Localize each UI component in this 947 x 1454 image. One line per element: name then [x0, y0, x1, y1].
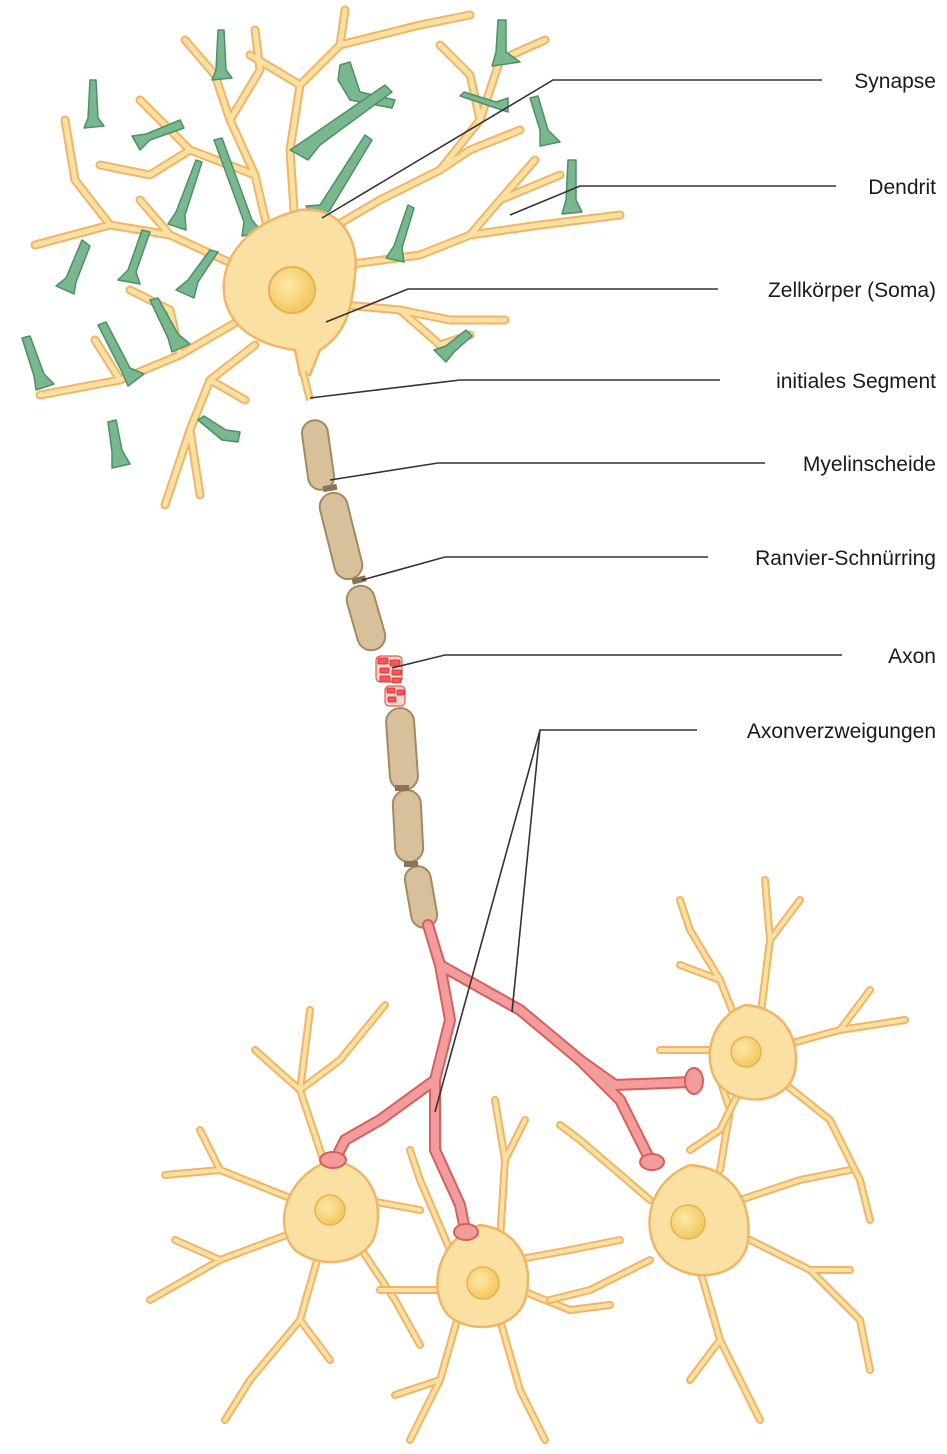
synapse-terminal	[212, 30, 232, 80]
nucleus	[269, 267, 315, 313]
target-nucleus	[731, 1037, 761, 1067]
ranvier-node	[404, 861, 418, 867]
target-nucleus	[315, 1195, 345, 1225]
axon-terminal	[685, 1068, 703, 1094]
label-ranvier: Ranvier-Schnürring	[755, 547, 936, 570]
label-initiales-segment: initiales Segment	[776, 370, 936, 393]
target-neurons	[150, 880, 905, 1440]
target-nucleus	[467, 1267, 499, 1299]
axon-terminal	[454, 1224, 478, 1240]
axon-core-exposed	[376, 656, 405, 706]
leader-initiales-segment	[310, 380, 720, 398]
label-zellkoerper: Zellkörper (Soma)	[768, 279, 936, 302]
leader-lines	[310, 80, 842, 1112]
myelin-segment	[317, 490, 365, 582]
myelin-segment	[385, 707, 419, 791]
synapse-terminal	[22, 336, 54, 390]
label-myelinscheide: Myelinscheide	[803, 453, 936, 476]
synapse-terminal	[168, 160, 202, 230]
label-axon: Axon	[888, 645, 936, 668]
leader-ranvier	[362, 557, 708, 580]
axon	[300, 372, 439, 930]
myelin-segment	[403, 864, 439, 930]
synapse-terminal	[108, 420, 130, 468]
axon-terminal	[320, 1152, 346, 1168]
label-dendrit: Dendrit	[868, 176, 936, 199]
leader-dendrit	[510, 186, 836, 215]
label-axonverzweigungen: Axonverzweigungen	[747, 720, 936, 743]
synapse-terminal	[56, 240, 90, 294]
leader-axon	[392, 655, 842, 668]
labels: Synapse Dendrit Zellkörper (Soma) initia…	[747, 70, 936, 743]
synapse-terminal	[290, 85, 392, 160]
leader-myelinscheide	[330, 463, 765, 480]
myelin-segment	[343, 582, 388, 653]
synapse-terminal	[530, 96, 560, 146]
synapse-terminal	[176, 250, 218, 298]
label-synapse: Synapse	[854, 70, 936, 93]
myelin-segment	[392, 789, 424, 862]
synapse-terminal	[198, 416, 240, 442]
synapse-terminal	[492, 20, 520, 66]
target-nucleus	[671, 1205, 705, 1239]
axon-terminal	[640, 1154, 664, 1170]
leader-axonverzweigungen-2	[512, 730, 540, 1012]
synapse-terminal	[84, 80, 104, 128]
synapse-terminal	[118, 230, 150, 284]
ranvier-node	[395, 785, 409, 791]
